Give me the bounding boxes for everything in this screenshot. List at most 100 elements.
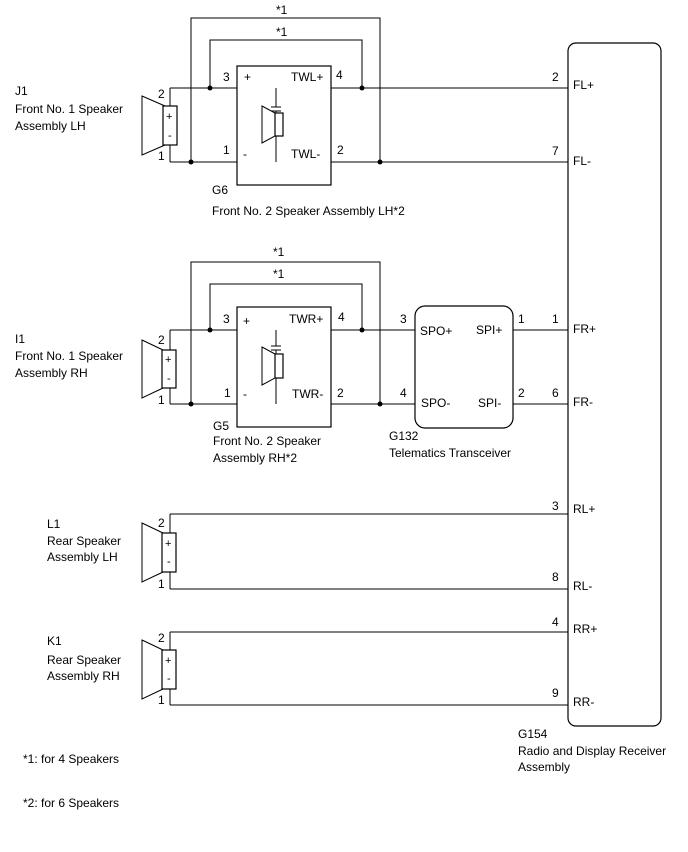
junction-dot (207, 327, 213, 333)
tweeter-g5-icon (261, 346, 284, 386)
speaker-j1-name-line2: Assembly LH (15, 119, 86, 133)
junction-dot (188, 401, 194, 407)
speaker-j1-plus-sign: + (166, 111, 172, 123)
telematics-spo-minus: SPO- (421, 396, 450, 410)
tweeter-g5-pin-out-plus: 4 (338, 310, 345, 324)
receiver-pin-label-rr-plus: RR+ (573, 622, 597, 636)
tweeter-g6-pin-out-minus: 2 (337, 143, 344, 157)
tweeter-g6-pin-out-plus: 4 (336, 68, 343, 82)
note-2: *2: for 6 Speakers (23, 796, 119, 810)
note1-mark: *1 (273, 245, 285, 259)
telematics-spo-plus: SPO+ (420, 324, 452, 338)
junction-dot (188, 159, 194, 165)
speaker-i1-code: I1 (15, 332, 25, 346)
receiver-pin-label-fl-minus: FL- (573, 154, 591, 168)
junction-dot (359, 85, 365, 91)
tweeter-g6-box (236, 65, 332, 186)
receiver-pin-number-8: 8 (552, 570, 559, 584)
receiver-name-line1: Radio and Display Receiver (518, 744, 666, 758)
speaker-k1-pin-bottom: 1 (158, 693, 165, 707)
receiver-pin-number-4: 4 (552, 615, 559, 629)
speaker-k1-name-line2: Assembly RH (47, 669, 120, 683)
speaker-j1-name-line1: Front No. 1 Speaker (15, 102, 123, 116)
note1-mark: *1 (276, 3, 288, 17)
receiver-pin-number-3: 3 (552, 499, 559, 513)
speaker-i1-icon (141, 339, 177, 399)
speaker-k1-code: K1 (47, 634, 62, 648)
tweeter-g6-label-plus: TWL+ (291, 70, 323, 84)
telematics-spi-plus: SPI+ (476, 323, 502, 337)
receiver-code: G154 (518, 727, 548, 741)
bypass-outer-rh (190, 261, 381, 404)
receiver-box (567, 42, 662, 727)
speaker-j1-pin-bottom: 1 (158, 149, 165, 163)
note1-mark: *1 (276, 25, 288, 39)
telematics-g132-box (414, 305, 514, 429)
tweeter-g5-plus-sign: + (243, 314, 250, 328)
bypass-inner-rh (209, 283, 363, 330)
tweeter-g5-minus-sign: - (243, 387, 247, 401)
speaker-l1-code: L1 (47, 517, 61, 531)
tweeter-g5-code: G5 (213, 419, 229, 433)
receiver-pin-label-rl-minus: RL- (573, 579, 592, 593)
speaker-l1-name-line1: Rear Speaker (47, 534, 121, 548)
speaker-l1-minus-sign: - (167, 556, 171, 568)
tweeter-g5-name-line2: Assembly RH*2 (213, 451, 297, 465)
receiver-pin-number-6: 6 (552, 386, 559, 400)
junction-dot (377, 401, 383, 407)
tweeter-g5-box (236, 306, 332, 428)
speaker-l1-plus-sign: + (165, 538, 171, 550)
speaker-l1-pin-bottom: 1 (158, 577, 165, 591)
tweeter-g6-label-minus: TWL- (291, 147, 320, 161)
speaker-j1-minus-sign: - (168, 130, 172, 142)
speaker-k1-plus-sign: + (165, 655, 171, 667)
speaker-k1-pin-top: 2 (158, 631, 165, 645)
tweeter-g6-plus-sign: + (244, 70, 251, 84)
tweeter-g6-minus-sign: - (243, 147, 247, 161)
speaker-i1-name-line2: Assembly RH (15, 366, 88, 380)
note1-mark: *1 (273, 267, 285, 281)
speaker-k1-icon (141, 639, 177, 700)
speaker-k1-name-line1: Rear Speaker (47, 653, 121, 667)
tweeter-g6-code: G6 (212, 183, 228, 197)
telematics-pin-spo-plus: 3 (400, 312, 407, 326)
tweeter-g6-name: Front No. 2 Speaker Assembly LH*2 (212, 204, 405, 218)
telematics-pin-spi-minus: 2 (518, 386, 525, 400)
receiver-pin-label-fl-plus: FL+ (573, 78, 594, 92)
receiver-pin-label-fr-minus: FR- (573, 395, 593, 409)
tweeter-g6-icon (261, 105, 284, 144)
junction-dot (207, 85, 213, 91)
telematics-spi-minus: SPI- (478, 396, 501, 410)
tweeter-g5-pin-in-minus: 1 (224, 386, 231, 400)
speaker-j1-pin-top: 2 (158, 87, 165, 101)
receiver-pin-label-fr-plus: FR+ (573, 322, 596, 336)
speaker-l1-name-line2: Assembly LH (47, 550, 118, 564)
receiver-name-line2: Assembly (518, 760, 570, 774)
speaker-l1-icon (141, 522, 177, 583)
speaker-l1-pin-top: 2 (158, 516, 165, 530)
tweeter-g5-pin-in-plus: 3 (223, 312, 230, 326)
tweeter-g6-pin-in-plus: 3 (223, 70, 230, 84)
junction-dot (377, 159, 383, 165)
telematics-name: Telematics Transceiver (389, 446, 511, 460)
receiver-pin-label-rl-plus: RL+ (573, 502, 595, 516)
telematics-code: G132 (389, 429, 419, 443)
speaker-j1-icon (141, 95, 178, 156)
receiver-pin-number-1: 1 (552, 312, 559, 326)
telematics-pin-spi-plus: 1 (518, 312, 525, 326)
note-1: *1: for 4 Speakers (23, 752, 119, 766)
receiver-pin-label-rr-minus: RR- (573, 695, 594, 709)
bypass-inner-lh (209, 39, 363, 88)
junction-dot (359, 327, 365, 333)
tweeter-g5-label-plus: TWR+ (289, 312, 323, 326)
tweeter-g6-pin-in-minus: 1 (223, 143, 230, 157)
tweeter-g5-label-minus: TWR- (292, 387, 323, 401)
receiver-pin-number-7: 7 (552, 144, 559, 158)
speaker-i1-name-line1: Front No. 1 Speaker (15, 349, 123, 363)
speaker-i1-minus-sign: - (167, 373, 171, 385)
telematics-pin-spo-minus: 4 (400, 386, 407, 400)
speaker-i1-pin-top: 2 (158, 333, 165, 347)
receiver-pin-number-9: 9 (552, 686, 559, 700)
speaker-i1-plus-sign: + (165, 354, 171, 366)
